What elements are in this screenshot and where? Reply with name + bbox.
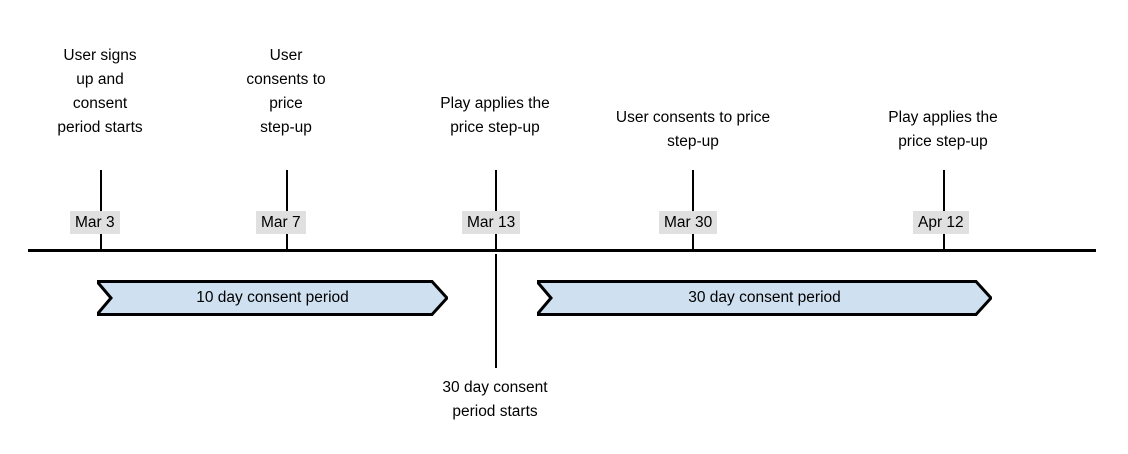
date-chip-apr-12: Apr 12 [913,211,969,234]
below-caption-30-day-consent-period-starts: 30 day consent period starts [442,379,548,420]
timeline-axis [28,249,1096,252]
tick-mar-30 [692,170,694,249]
tick-mar-13-downward [495,254,497,368]
date-chip-mar-13: Mar 13 [462,211,521,234]
chevron-arrow-icon [537,280,992,316]
date-chip-mar-30: Mar 30 [659,211,718,234]
banner-30-day-consent-period: 30 day consent period [537,280,992,316]
tick-mar-7 [286,170,288,249]
date-chip-mar-7: Mar 7 [256,211,306,234]
tick-mar-3 [100,170,102,249]
banner-10-day-consent-period: 10 day consent period [97,280,448,316]
event-caption-mar-30: User consents to price step-up [615,109,771,150]
event-caption-mar-3: User signs up and consent period starts [57,47,143,136]
chevron-arrow-icon [97,280,448,316]
event-caption-mar-7: User consents to price step-up [246,47,326,136]
banner-label: 10 day consent period [196,289,349,306]
tick-mar-13 [495,170,497,249]
tick-apr-12 [943,170,945,249]
event-caption-apr-12: Play applies the price step-up [888,109,998,150]
banner-label: 30 day consent period [688,289,841,306]
event-caption-mar-13: Play applies the price step-up [440,95,550,136]
date-chip-mar-3: Mar 3 [70,211,120,234]
